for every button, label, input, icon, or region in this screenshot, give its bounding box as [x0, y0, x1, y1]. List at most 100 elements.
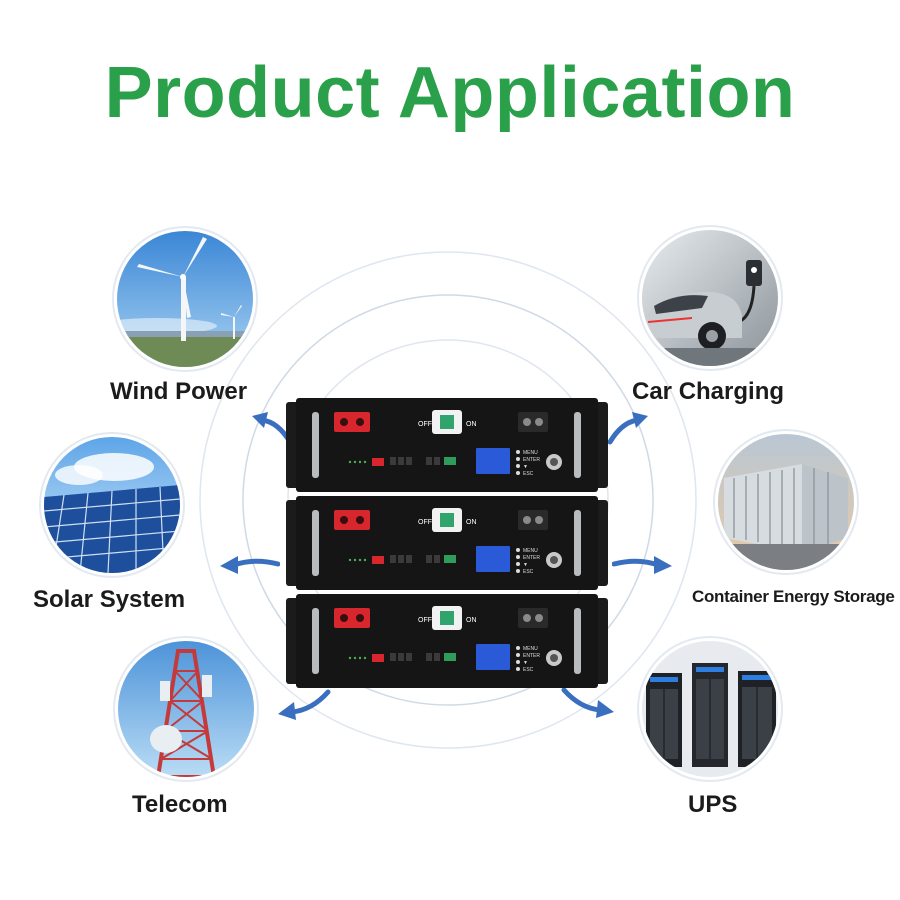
control-button [516, 471, 520, 475]
dip-switch [372, 654, 384, 662]
lcd-display [476, 448, 510, 474]
terminal-bolt [356, 614, 364, 622]
comm-port [390, 653, 396, 661]
switch-on-label: ON [466, 519, 477, 526]
positive-terminal [334, 412, 370, 432]
terminal-bolt [356, 516, 364, 524]
switch-off-label: OFF [418, 421, 432, 428]
terminal-bolt [340, 418, 348, 426]
terminal-bolt [340, 614, 348, 622]
dip-switch [372, 556, 384, 564]
ups-label: UPS [688, 791, 738, 818]
control-button [516, 548, 520, 552]
ev-charger-icon [642, 230, 778, 366]
arrow-to-ups-icon [561, 687, 614, 718]
breaker-lever [440, 415, 454, 429]
control-button [516, 555, 520, 559]
container-energy-storage-label: Container Energy Storage [692, 587, 895, 606]
status-led [358, 656, 362, 660]
status-led [348, 656, 352, 660]
control-button [516, 646, 520, 650]
control-button-label: ▼ [523, 562, 528, 568]
solar-panel-icon [44, 437, 180, 573]
status-led [348, 558, 352, 562]
status-led [358, 558, 362, 562]
control-button-label: ENTER [523, 457, 540, 463]
control-button-label: ESC [523, 569, 534, 575]
comm-port [406, 653, 412, 661]
switch-off-label: OFF [418, 519, 432, 526]
telecom-label: Telecom [132, 791, 228, 818]
solar-system-label: Solar System [33, 586, 186, 613]
status-led [353, 460, 357, 464]
status-led [363, 460, 367, 464]
terminal-bolt [523, 418, 531, 426]
comm-port [434, 653, 440, 661]
power-knob-center [550, 458, 558, 466]
status-led [353, 656, 357, 660]
power-knob-center [550, 654, 558, 662]
control-button-label: ▼ [523, 660, 528, 666]
telecom-tower-icon [118, 641, 254, 777]
container-icon [718, 434, 854, 570]
breaker-lever [440, 513, 454, 527]
comm-port [426, 555, 432, 563]
terminal-bolt [356, 418, 364, 426]
control-button [516, 569, 520, 573]
switch-on-label: ON [466, 421, 477, 428]
status-led [353, 558, 357, 562]
control-button-label: ESC [523, 667, 534, 673]
control-button-label: MENU [523, 646, 538, 652]
handle [312, 608, 319, 674]
comm-port [406, 555, 412, 563]
control-button-label: MENU [523, 450, 538, 456]
status-led [363, 558, 367, 562]
comm-port [398, 555, 404, 563]
lcd-display [476, 546, 510, 572]
arrow-to-telecom-icon [278, 689, 331, 720]
arrow-to-container-icon [612, 556, 672, 574]
control-button-label: MENU [523, 548, 538, 554]
car-charging-label: Car Charging [632, 378, 785, 405]
lcd-display [476, 644, 510, 670]
negative-terminal [518, 608, 548, 628]
handle [574, 510, 581, 576]
comm-port [434, 457, 440, 465]
positive-terminal [334, 510, 370, 530]
arrow-to-solar-icon [220, 556, 280, 574]
negative-terminal [518, 412, 548, 432]
status-led [363, 656, 367, 660]
terminal-bolt [535, 418, 543, 426]
control-button [516, 457, 520, 461]
control-button [516, 653, 520, 657]
comm-port [426, 457, 432, 465]
handle [312, 412, 319, 478]
terminal-bolt [535, 614, 543, 622]
negative-terminal [518, 510, 548, 530]
dry-contact [444, 457, 456, 465]
control-button [516, 660, 520, 664]
control-button-label: ENTER [523, 653, 540, 659]
status-led [358, 460, 362, 464]
comm-port [398, 653, 404, 661]
control-button-label: ▼ [523, 464, 528, 470]
control-button-label: ESC [523, 471, 534, 477]
page-title: Product Application [104, 53, 796, 133]
terminal-bolt [340, 516, 348, 524]
switch-on-label: ON [466, 617, 477, 624]
comm-port [398, 457, 404, 465]
comm-port [434, 555, 440, 563]
breaker-lever [440, 611, 454, 625]
handle [312, 510, 319, 576]
server-rack-icon [642, 641, 778, 777]
handle [574, 608, 581, 674]
control-button [516, 464, 520, 468]
comm-port [390, 457, 396, 465]
terminal-bolt [523, 614, 531, 622]
